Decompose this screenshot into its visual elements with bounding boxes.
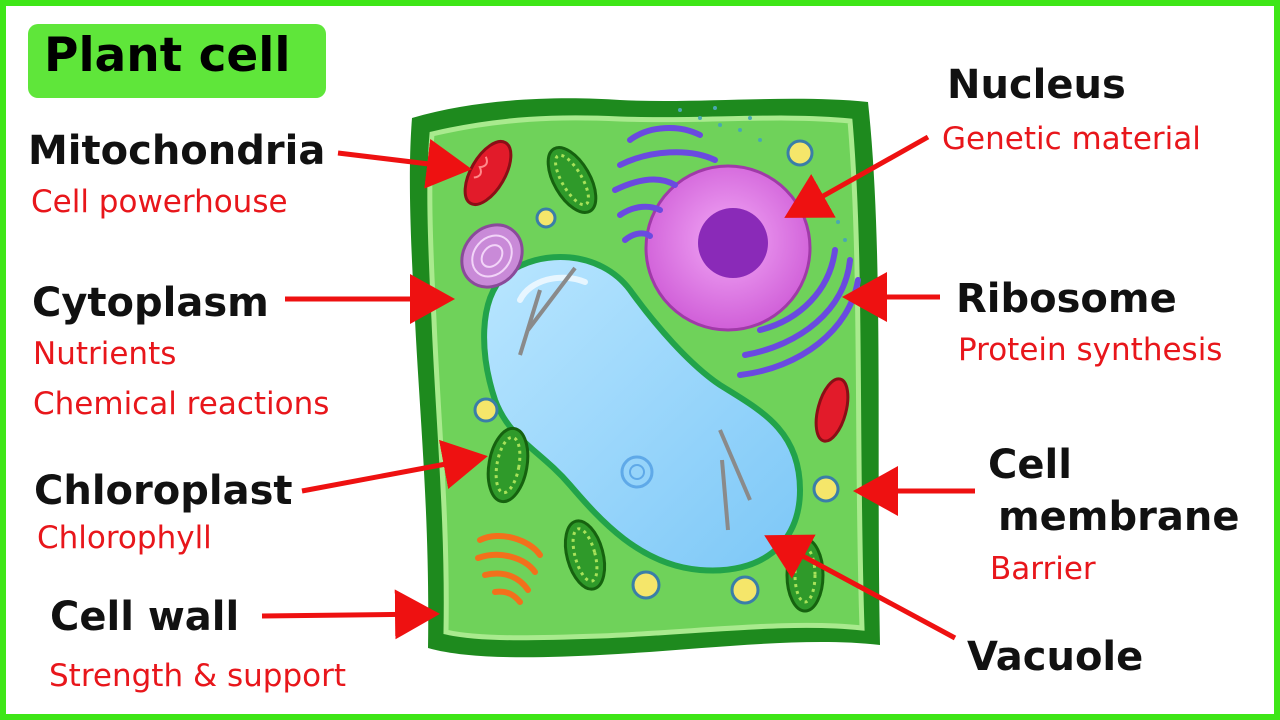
- vesicle-icon: [473, 139, 840, 605]
- golgi-body-icon: [460, 223, 524, 289]
- mitochondrion-icon: [463, 140, 513, 206]
- endoplasmic-reticulum-icon: [612, 125, 861, 378]
- desc-chloroplast: Chlorophyll: [37, 520, 212, 556]
- arrow-cell-wall: [261, 589, 440, 640]
- label-nucleus: Nucleus: [947, 62, 1126, 108]
- desc-cell-membrane: Barrier: [990, 551, 1096, 587]
- vacuole-spot-icon: [620, 455, 654, 489]
- arrow-chloroplast: [301, 439, 488, 494]
- label-cell-membrane-2: membrane: [998, 494, 1240, 540]
- desc-mitochondria: Cell powerhouse: [31, 184, 288, 220]
- label-cytoplasm: Cytoplasm: [32, 280, 269, 326]
- chloroplast-icon: [546, 146, 598, 214]
- label-cell-wall: Cell wall: [50, 594, 240, 640]
- desc-cell-wall: Strength & support: [49, 658, 346, 694]
- chloroplast-icon: [563, 519, 607, 591]
- arrow-nucleus: [784, 134, 930, 218]
- diagram-title: Plant cell: [44, 28, 291, 83]
- label-mitochondria: Mitochondria: [28, 128, 326, 174]
- golgi-apparatus-icon: [475, 533, 543, 605]
- label-cell-membrane-1: Cell: [988, 442, 1072, 488]
- pointer-arrows: [261, 134, 975, 641]
- arrow-vacuole: [764, 534, 957, 641]
- desc-cytoplasm-2: Chemical reactions: [33, 386, 330, 422]
- desc-ribosome: Protein synthesis: [958, 332, 1223, 368]
- desc-nucleus: Genetic material: [942, 121, 1201, 157]
- nucleolus-shape: [698, 208, 768, 278]
- chloroplast-icon: [486, 426, 530, 504]
- desc-cytoplasm-1: Nutrients: [33, 336, 177, 372]
- title-badge: Plant cell: [28, 24, 326, 98]
- label-chloroplast: Chloroplast: [34, 468, 293, 514]
- arrow-mitochondria: [337, 138, 472, 189]
- mitochondrion-icon: [814, 377, 850, 443]
- label-vacuole: Vacuole: [967, 634, 1144, 680]
- label-ribosome: Ribosome: [956, 276, 1177, 322]
